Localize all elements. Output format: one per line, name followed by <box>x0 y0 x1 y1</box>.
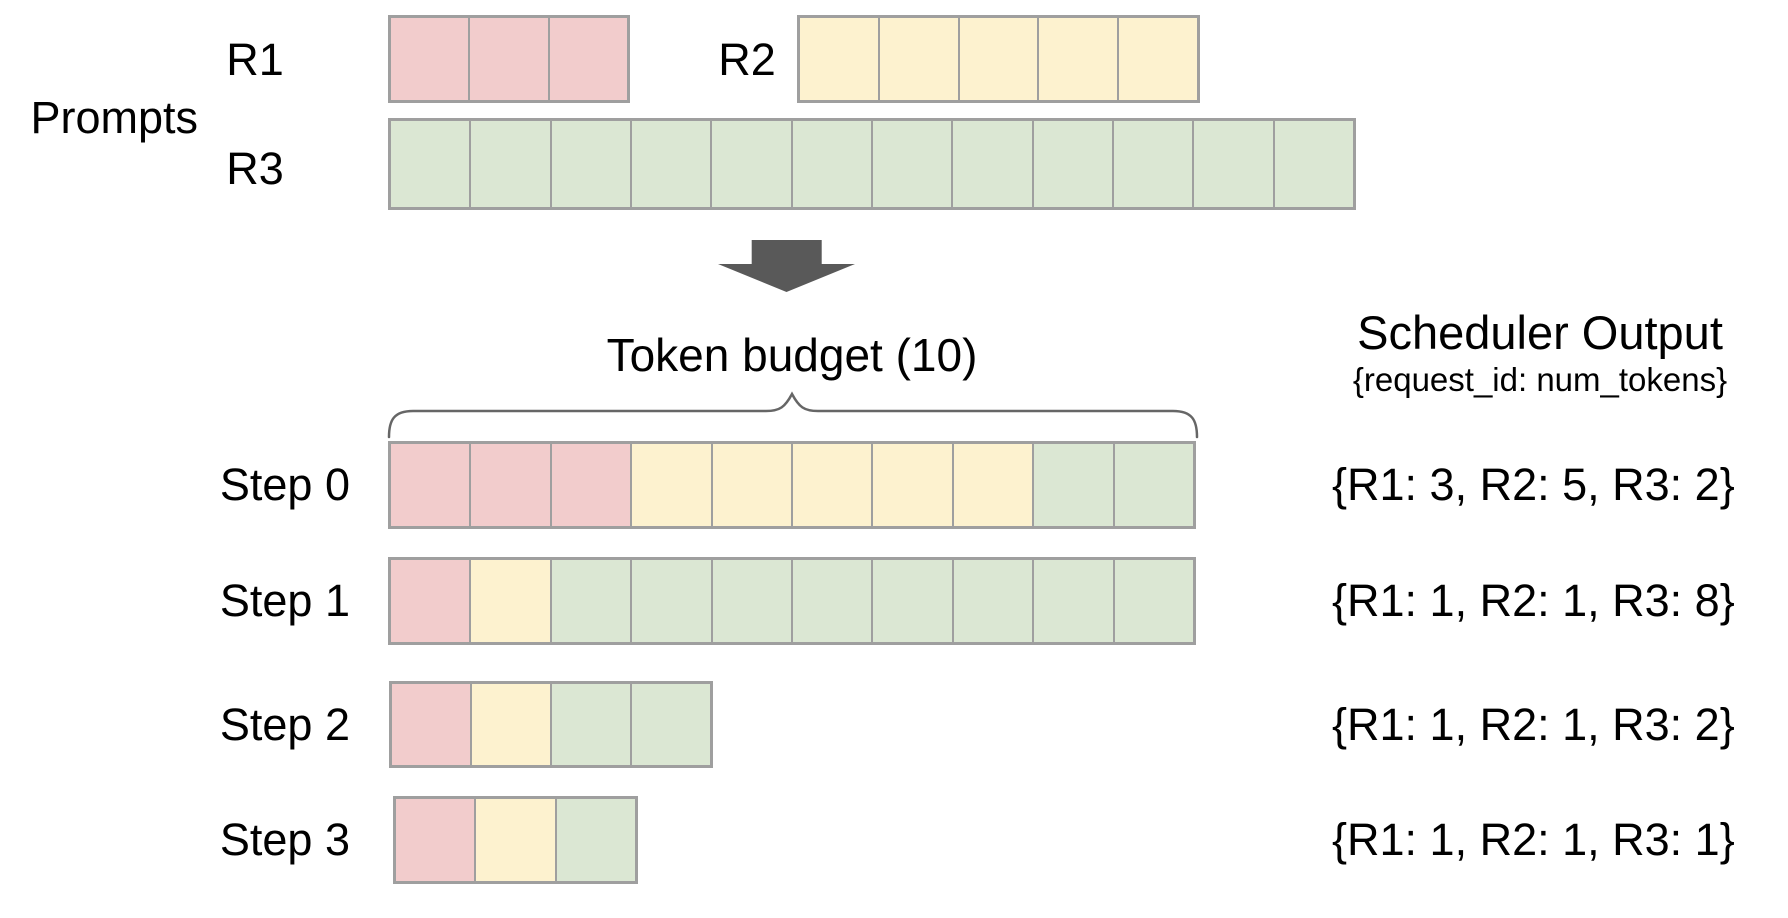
token-cell-r2 <box>712 444 792 526</box>
scheduler-output-subtitle: {request_id: num_tokens} <box>1352 361 1728 398</box>
token-cell-r3 <box>552 684 630 765</box>
token-cell-r3 <box>1034 560 1113 642</box>
token-cell-r2 <box>879 18 958 100</box>
token-cell-r1 <box>470 18 548 100</box>
token-cell-r3 <box>953 121 1032 207</box>
token-cell-r3 <box>1114 560 1194 642</box>
prompt-row-r2 <box>797 15 1200 103</box>
token-cell-r3 <box>712 560 792 642</box>
step-1-label: Step 1 <box>219 575 350 626</box>
step-2-label: Step 2 <box>219 699 350 750</box>
token-cell-r3 <box>793 560 872 642</box>
token-cell-r3 <box>551 560 631 642</box>
token-cell-r3 <box>632 684 710 765</box>
step-3-row <box>393 796 638 884</box>
step-0-row <box>388 441 1196 529</box>
token-cell-r3 <box>1274 121 1353 207</box>
request-r2-label: R2 <box>718 34 776 85</box>
token-cell-r1 <box>391 444 470 526</box>
token-cell-r3 <box>1033 121 1112 207</box>
request-r3-label: R3 <box>226 143 284 194</box>
token-cell-r1 <box>391 18 469 100</box>
token-cell-r2 <box>873 444 952 526</box>
token-cell-r3 <box>873 560 952 642</box>
token-cell-r3 <box>953 560 1033 642</box>
token-cell-r2 <box>472 684 550 765</box>
scheduler-output-title: Scheduler Output <box>1357 306 1723 359</box>
token-budget-brace <box>387 391 1199 439</box>
step-2-output: {R1: 1, R2: 1, R3: 2} <box>1332 699 1735 750</box>
token-cell-r3 <box>631 121 711 207</box>
token-cell-r3 <box>1194 121 1273 207</box>
token-cell-r1 <box>392 684 470 765</box>
token-cell-r3 <box>792 121 871 207</box>
token-cell-r1 <box>471 444 550 526</box>
step-1-output: {R1: 1, R2: 1, R3: 8} <box>1332 575 1735 626</box>
token-cell-r3 <box>556 799 635 881</box>
token-cell-r1 <box>391 560 470 642</box>
token-cell-r1 <box>396 799 475 881</box>
token-cell-r1 <box>551 444 631 526</box>
prompt-row-r3 <box>388 118 1356 210</box>
token-cell-r3 <box>712 121 791 207</box>
token-budget-label: Token budget (10) <box>606 329 978 381</box>
step-3-label: Step 3 <box>219 814 350 865</box>
token-cell-r3 <box>551 121 630 207</box>
token-cell-r3 <box>1034 444 1113 526</box>
token-cell-r2 <box>793 444 872 526</box>
token-cell-r3 <box>1114 444 1194 526</box>
request-r1-label: R1 <box>226 34 284 85</box>
token-cell-r1 <box>549 18 627 100</box>
step-0-label: Step 0 <box>219 459 350 510</box>
token-cell-r2 <box>476 799 555 881</box>
token-cell-r2 <box>471 560 550 642</box>
token-cell-r2 <box>1039 18 1118 100</box>
token-cell-r2 <box>800 18 878 100</box>
token-cell-r3 <box>632 560 711 642</box>
prompts-section-label: Prompts <box>30 92 198 143</box>
token-cell-r2 <box>953 444 1033 526</box>
token-cell-r2 <box>1119 18 1197 100</box>
token-cell-r3 <box>471 121 550 207</box>
prompt-row-r1 <box>388 15 630 103</box>
token-cell-r3 <box>1113 121 1193 207</box>
token-cell-r3 <box>872 121 952 207</box>
step-0-output: {R1: 3, R2: 5, R3: 2} <box>1332 459 1735 510</box>
token-cell-r3 <box>391 121 470 207</box>
token-cell-r2 <box>632 444 711 526</box>
step-2-row <box>389 681 713 768</box>
down-arrow-icon <box>718 240 855 292</box>
step-3-output: {R1: 1, R2: 1, R3: 1} <box>1332 814 1735 865</box>
token-cell-r2 <box>959 18 1038 100</box>
step-1-row <box>388 557 1196 645</box>
